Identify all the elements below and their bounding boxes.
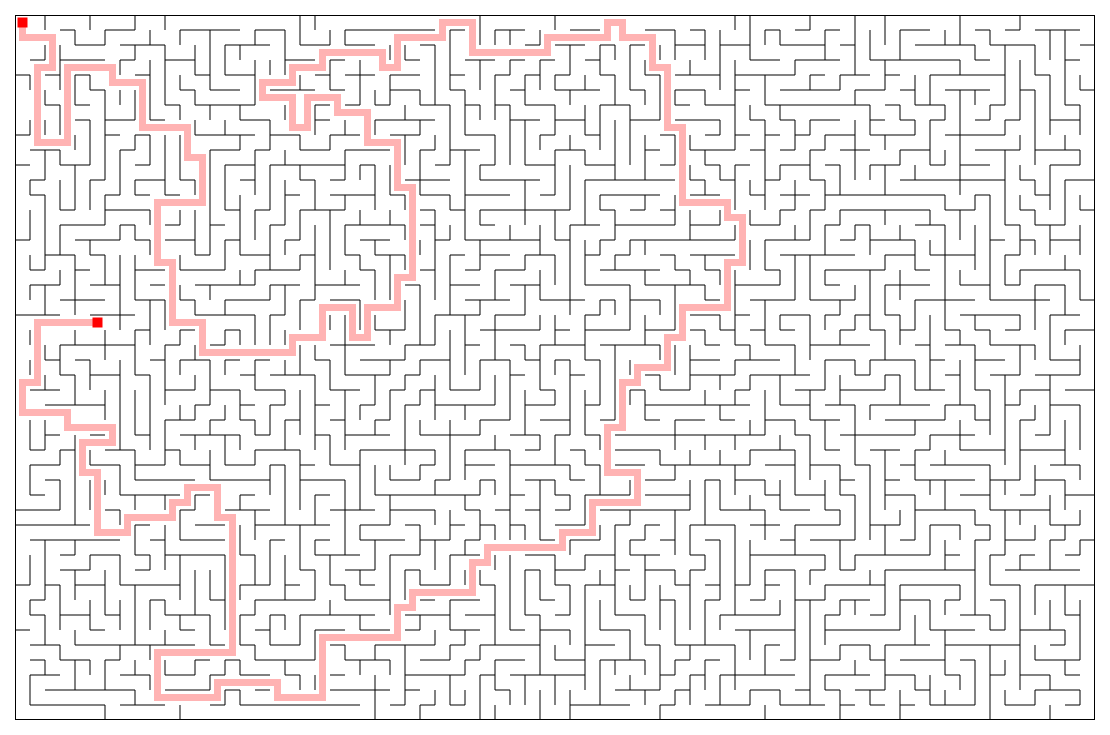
maze-walls bbox=[15, 15, 1095, 720]
solution-path bbox=[19, 19, 746, 701]
start-marker[interactable] bbox=[17, 17, 28, 28]
maze-wall-segments bbox=[15, 15, 1095, 720]
end-marker[interactable] bbox=[92, 317, 103, 328]
maze-border bbox=[15, 15, 1095, 720]
